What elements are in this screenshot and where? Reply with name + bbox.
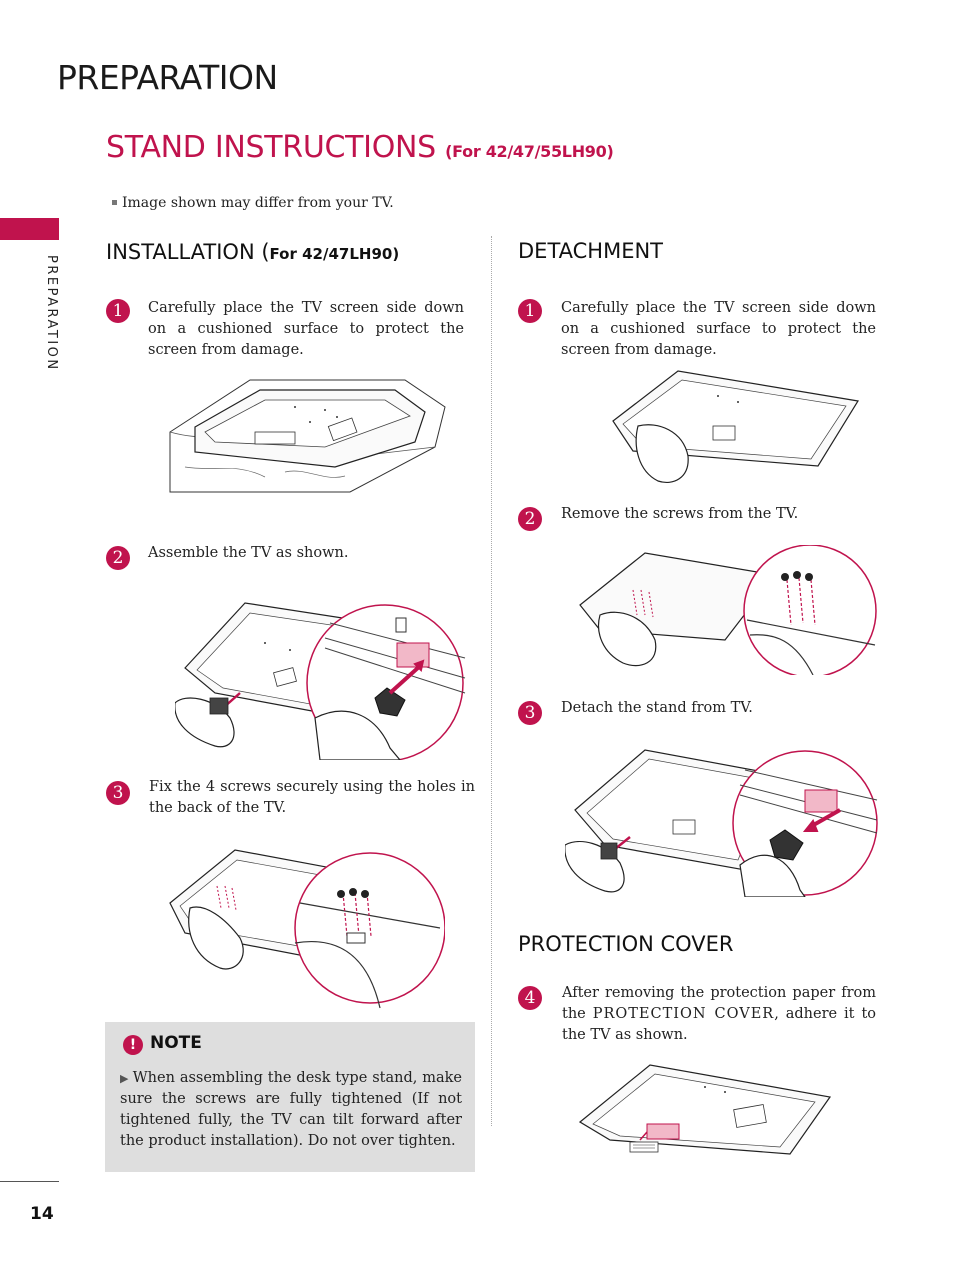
protection-text-after: , adhere it to the TV as shown. (562, 1006, 877, 1043)
step-number: 3 (518, 701, 542, 725)
step-number: 2 (106, 546, 130, 570)
triangle-bullet-icon: ▶ (120, 1072, 129, 1085)
image-note-text: Image shown may differ from your TV. (122, 195, 394, 211)
step-number: 1 (518, 299, 542, 323)
step-text: Fix the 4 screws securely using the hole… (149, 779, 475, 816)
section-model: (For 42/47/55LH90) (445, 142, 614, 161)
step-text: Carefully place the TV screen side down … (561, 300, 876, 358)
note-body: ▶When assembling the desk type stand, ma… (120, 1068, 462, 1152)
image-note: Image shown may differ from your TV. (112, 195, 394, 211)
exclamation-icon: ! (123, 1035, 143, 1055)
protection-heading: PROTECTION COVER (518, 932, 734, 956)
page-number: 14 (30, 1204, 54, 1224)
protection-text-em: PROTECTION COVER (592, 1006, 775, 1022)
step-text: Assemble the TV as shown. (148, 545, 349, 561)
fix-screws-illustration (169, 849, 445, 1009)
assemble-stand-illustration (175, 602, 466, 760)
side-label: PREPARATION (44, 255, 59, 372)
installation-heading: INSTALLATION (For 42/47LH90) (106, 240, 399, 264)
page-title: PREPARATION (57, 58, 278, 97)
section-title: STAND INSTRUCTIONS (For 42/47/55LH90) (106, 130, 614, 165)
protection-text-before: After removing the protection paper from… (562, 985, 876, 1022)
installation-heading-model: For 42/47LH90) (269, 245, 400, 263)
detachment-heading: DETACHMENT (518, 239, 664, 263)
step-number: 4 (518, 986, 542, 1010)
tv-with-stand-illustration (612, 370, 859, 483)
square-bullet-icon (112, 200, 117, 205)
step-number: 2 (518, 507, 542, 531)
note-box (105, 1022, 475, 1172)
section-title-text: STAND INSTRUCTIONS (106, 130, 436, 165)
note-heading: NOTE (150, 1033, 202, 1053)
column-divider (491, 236, 492, 1126)
side-tab-bar (0, 218, 59, 240)
protection-cover-illustration (578, 1064, 832, 1155)
footer-rule (0, 1181, 59, 1182)
tv-on-cushion-illustration (169, 379, 446, 493)
note-text: When assembling the desk type stand, mak… (120, 1070, 462, 1149)
step-number: 1 (106, 299, 130, 323)
step-text: Detach the stand from TV. (561, 700, 753, 716)
step-text: Carefully place the TV screen side down … (148, 300, 464, 358)
installation-heading-text: INSTALLATION ( (106, 240, 270, 264)
step-text: Remove the screws from the TV. (561, 506, 799, 522)
remove-screws-illustration (579, 545, 877, 675)
step-text: After removing the protection paper from… (562, 983, 876, 1046)
step-number: 3 (106, 781, 130, 805)
detach-stand-illustration (565, 749, 878, 897)
